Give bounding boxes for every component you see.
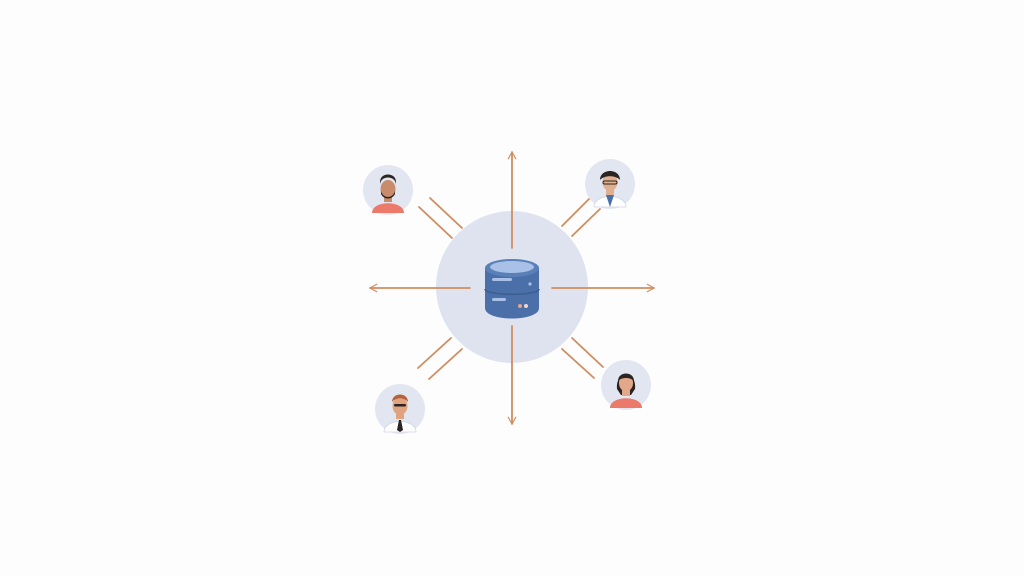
person-icon — [372, 174, 404, 213]
person-icon — [610, 373, 642, 408]
avatar-top-right — [585, 159, 635, 209]
person-icon — [593, 171, 627, 208]
connector-bottom-left — [417, 337, 463, 380]
connector-lines — [417, 197, 604, 380]
arrows-group — [369, 151, 655, 425]
database-icon — [484, 259, 540, 319]
connector-top-left — [418, 197, 463, 239]
avatar-bottom-left — [375, 384, 425, 434]
avatar-top-left — [363, 165, 413, 215]
person-icon — [383, 394, 417, 433]
connector-top-right — [561, 198, 601, 237]
connector-bottom-right — [561, 337, 604, 379]
avatar-bottom-right — [601, 360, 651, 410]
